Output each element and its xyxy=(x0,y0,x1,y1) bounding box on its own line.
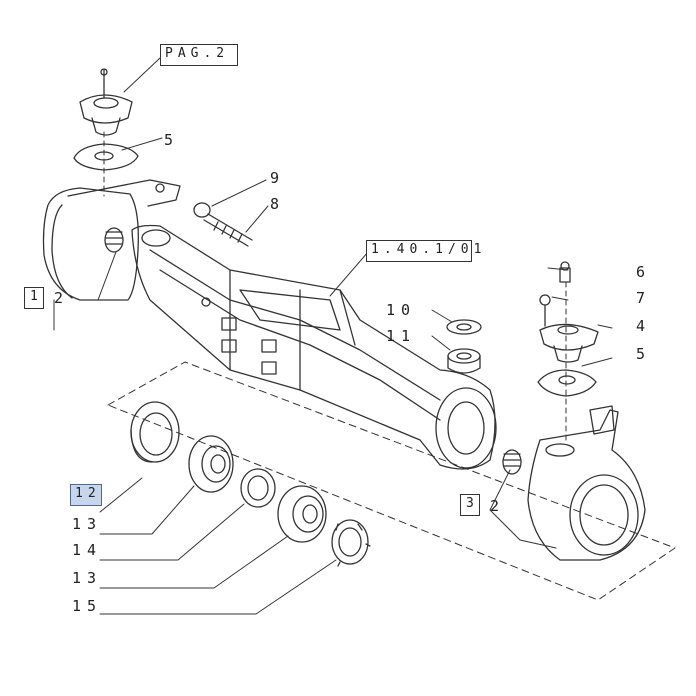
part-left-hub xyxy=(42,179,181,301)
callout-14: 14 xyxy=(72,541,103,559)
callout-group-1-item-2: 2 xyxy=(54,289,70,307)
callout-pag-2[interactable]: PAG.2 xyxy=(160,44,238,66)
callout-5-top: 5 xyxy=(164,131,180,149)
callout-13-b: 13 xyxy=(72,569,103,587)
part-bushing-11 xyxy=(447,348,481,374)
callout-7: 7 xyxy=(636,289,652,307)
part-washer-10 xyxy=(446,319,482,335)
part-shim-5-right xyxy=(537,369,597,397)
part-bolt-7 xyxy=(539,294,551,327)
callout-4: 4 xyxy=(636,317,652,335)
part-right-hub xyxy=(502,405,646,561)
callout-group-1[interactable]: 1 xyxy=(24,287,44,309)
callout-group-3[interactable]: 3 xyxy=(460,494,480,516)
callout-group-3-item-2: 2 xyxy=(490,497,506,515)
callout-11: 11 xyxy=(386,327,417,345)
callout-ref-axle[interactable]: 1.40.1/01 xyxy=(366,240,481,262)
part-bearing-13b xyxy=(277,485,327,543)
callout-6: 6 xyxy=(636,263,652,281)
callout-13-a: 13 xyxy=(72,515,103,533)
part-kingpin-cap-4 xyxy=(539,323,599,363)
part-grease-nipple-6 xyxy=(559,261,571,283)
part-ring-14 xyxy=(240,468,276,508)
part-nut-15 xyxy=(331,519,371,567)
part-bolt-9-pin-8 xyxy=(193,202,253,247)
callout-10: 10 xyxy=(386,301,417,319)
part-kingpin-cap-top xyxy=(79,68,133,136)
callout-8: 8 xyxy=(270,195,286,213)
callout-15: 15 xyxy=(72,597,103,615)
leader-lines xyxy=(53,57,613,615)
callout-9: 9 xyxy=(270,169,286,187)
part-seal-12 xyxy=(130,401,180,463)
callout-5-right: 5 xyxy=(636,345,652,363)
assembly-frame xyxy=(107,361,676,601)
part-bearing-13a xyxy=(188,435,234,493)
part-axle-housing xyxy=(131,224,497,470)
callout-12-selected[interactable]: 12 xyxy=(70,484,102,506)
